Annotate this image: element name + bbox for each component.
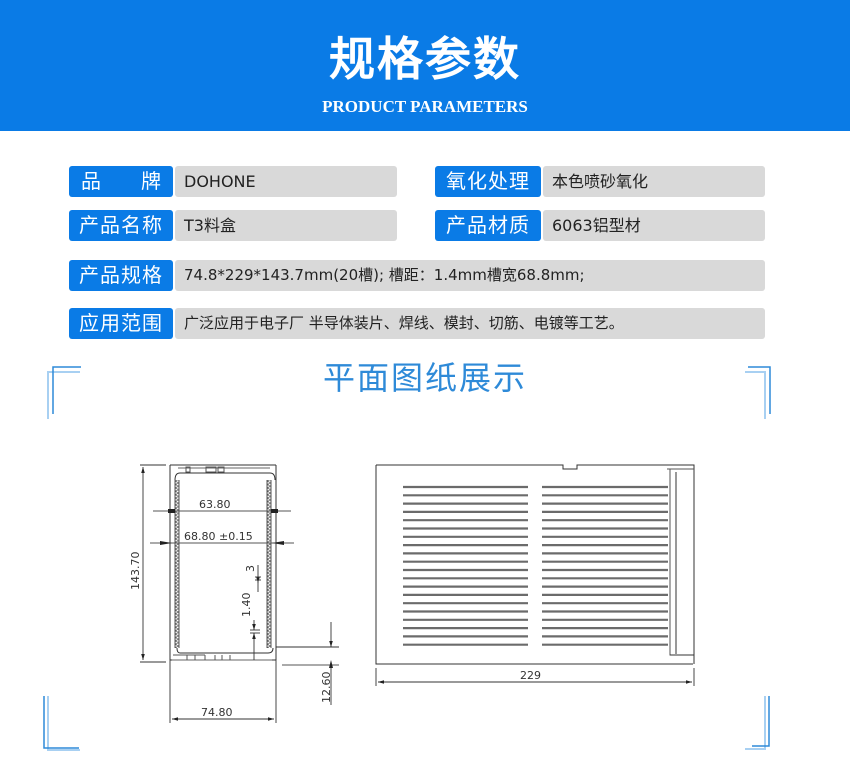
param-row-oxidation: 氧化处理 本色喷砂氧化 (435, 166, 765, 197)
param-row-brand: 品 牌 DOHONE (69, 166, 397, 197)
param-label-brand: 品 牌 (69, 166, 173, 197)
param-label-oxidation: 氧化处理 (435, 166, 541, 197)
dim-height-label: 143.70 (129, 552, 142, 591)
param-value-application: 广泛应用于电子厂 半导体装片、焊线、模封、切筋、电镀等工艺。 (175, 308, 765, 339)
param-value-product-name: T3料盒 (175, 210, 397, 241)
param-row-application: 应用范围 广泛应用于电子厂 半导体装片、焊线、模封、切筋、电镀等工艺。 (69, 308, 765, 339)
bracket-top-left-icon (47, 366, 81, 419)
slot-ridges-right-pattern (267, 480, 271, 648)
param-row-material: 产品材质 6063铝型材 (435, 210, 765, 241)
front-view-drawing (169, 464, 277, 661)
front-view-dimensions (140, 464, 339, 723)
param-row-product-name: 产品名称 T3料盒 (69, 210, 397, 241)
dim-slot-depth-label: 3 (244, 565, 257, 572)
dim-slot-width-label: 68.80 ±0.15 (184, 530, 253, 543)
front-view-dimension-labels: 143.70 63.80 68.80 ±0.15 3 1.40 12.60 74… (129, 498, 333, 719)
bracket-top-right-icon (745, 366, 771, 419)
param-row-spec: 产品规格 74.8*229*143.7mm(20槽); 槽距：1.4mm槽宽68… (69, 260, 765, 291)
dim-foot-label: 12.60 (320, 672, 333, 704)
dim-inner-width-label: 63.80 (199, 498, 231, 511)
dim-slot-pitch-label: 1.40 (240, 593, 253, 618)
slot-ridges-left-pattern (175, 480, 179, 648)
header-banner: 规格参数 PRODUCT PARAMETERS (0, 0, 850, 131)
side-view-dimensions (375, 668, 695, 686)
side-view-drawing (375, 464, 695, 665)
dim-width-label: 74.80 (201, 706, 233, 719)
bracket-bottom-left-icon (43, 696, 80, 751)
side-view-slots (403, 485, 668, 646)
param-value-brand: DOHONE (175, 166, 397, 197)
param-label-brand-char-2: 牌 (141, 169, 161, 193)
dim-length-label: 229 (520, 669, 541, 682)
param-label-brand-char-1: 品 (81, 169, 101, 193)
param-value-spec: 74.8*229*143.7mm(20槽); 槽距：1.4mm槽宽68.8mm; (175, 260, 765, 291)
param-label-material: 产品材质 (435, 210, 541, 241)
page-subtitle: PRODUCT PARAMETERS (322, 97, 528, 116)
param-label-spec: 产品规格 (69, 260, 173, 291)
param-label-product-name: 产品名称 (69, 210, 173, 241)
bracket-bottom-right-icon (745, 696, 770, 750)
page-title: 规格参数 (329, 32, 521, 86)
param-value-material: 6063铝型材 (543, 210, 765, 241)
param-value-oxidation: 本色喷砂氧化 (543, 166, 765, 197)
param-label-application: 应用范围 (69, 308, 173, 339)
section-title: 平面图纸展示 (322, 359, 527, 397)
